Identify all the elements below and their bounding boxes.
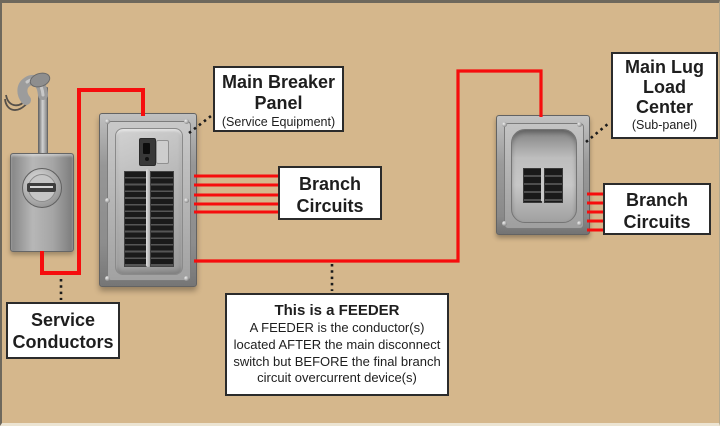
- label-line: Center: [635, 97, 693, 117]
- screw-icon: [105, 198, 110, 203]
- screw-icon: [184, 276, 189, 281]
- label-line: Panel: [254, 93, 303, 113]
- label-line: Branch: [298, 174, 361, 194]
- label-line: Conductors: [12, 332, 114, 352]
- label-subtitle: (Sub-panel): [631, 118, 698, 132]
- breaker-center-rail: [146, 169, 150, 267]
- branch-circuits-label-left: Branch Circuits: [278, 166, 382, 220]
- feeder-note-line: switch but BEFORE the final branch: [233, 353, 441, 369]
- breaker-column-right: [150, 171, 174, 267]
- main-breaker-window: [156, 140, 169, 164]
- sub-panel-graphic: [496, 115, 590, 235]
- label-line: Circuits: [296, 196, 364, 216]
- label-line: Circuits: [623, 212, 691, 232]
- branch-circuits-label-right: Branch Circuits: [603, 183, 711, 235]
- screw-icon: [502, 221, 507, 226]
- branch-circuit-wires-left: [194, 174, 279, 214]
- screw-icon: [184, 198, 189, 203]
- label-line: Main Lug: [625, 57, 704, 77]
- label-line: Service: [30, 310, 96, 330]
- electric-meter-graphic: [10, 153, 74, 252]
- label-line: Main Breaker: [221, 72, 336, 92]
- breaker-column-left: [124, 171, 148, 267]
- breaker-column-right: [544, 168, 563, 203]
- main-breaker-switch: [139, 138, 156, 166]
- feeder-note-line: located AFTER the main disconnect: [233, 336, 441, 352]
- label-line: Branch: [625, 190, 688, 210]
- main-lug-load-center-label: Main Lug Load Center (Sub-panel): [611, 52, 718, 139]
- screw-icon: [184, 119, 189, 124]
- label-line: Load: [643, 77, 686, 97]
- screw-icon: [502, 122, 507, 127]
- breaker-center-rail: [541, 168, 544, 201]
- main-breaker-panel-graphic: [99, 113, 197, 287]
- feeder-note-line: circuit overcurrent device(s): [257, 370, 417, 386]
- screw-icon: [105, 276, 110, 281]
- screw-icon: [577, 122, 582, 127]
- feeder-note-line: A FEEDER is the conductor(s): [249, 320, 425, 335]
- screw-icon: [577, 221, 582, 226]
- service-conductors-label: Service Conductors: [6, 302, 120, 359]
- feeder-note-title: This is a FEEDER: [274, 302, 400, 319]
- meter-register-line: [30, 186, 53, 188]
- service-mast-conduit: [38, 87, 48, 156]
- breaker-column-left: [523, 168, 542, 203]
- label-subtitle: (Service Equipment): [221, 115, 336, 129]
- main-breaker-panel-label: Main Breaker Panel (Service Equipment): [213, 66, 344, 132]
- screw-icon: [105, 119, 110, 124]
- feeder-note-box: This is a FEEDER A FEEDER is the conduct…: [225, 293, 449, 396]
